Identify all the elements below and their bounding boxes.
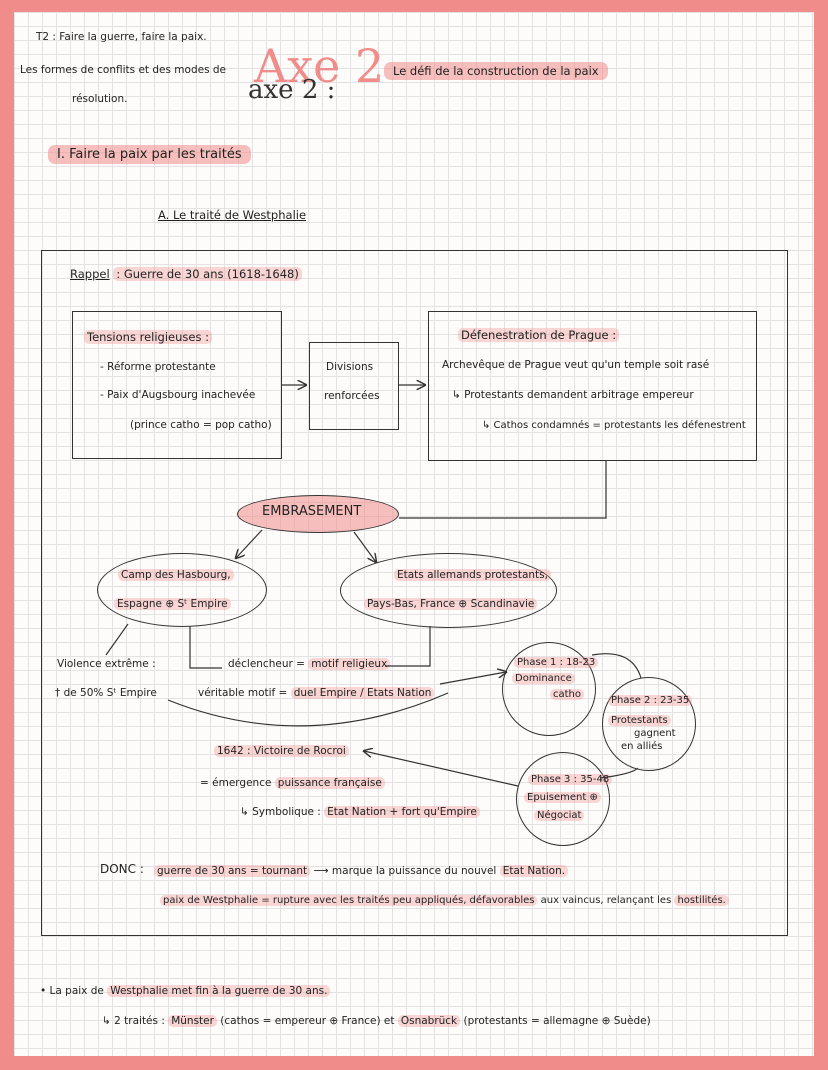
donc-line1: guerre de 30 ans = tournant ⟶ marque la … (154, 864, 569, 878)
footer-line2: ↳ 2 traités : Münster (cathos = empereur… (102, 1015, 651, 1027)
veritable-motif: véritable motif = duel Empire / Etats Na… (198, 686, 435, 700)
phase3-circle (516, 752, 610, 846)
tensions-title: Tensions religieuses : (84, 330, 212, 344)
etats-line1: Etats allemands protestants, (394, 568, 551, 582)
line-hasbourg-violence (105, 623, 129, 656)
tensions-note: (prince catho = pop catho) (130, 419, 272, 431)
tensions-box (72, 311, 282, 459)
line-defenestration-embrasement (399, 460, 607, 519)
defenestration-line1: Archevêque de Prague veut qu'un temple s… (442, 359, 710, 371)
main-frame (41, 250, 788, 936)
phase2-circle (602, 677, 696, 771)
violence-line2: † de 50% Sᵗ Empire (55, 687, 157, 699)
embrasement-ellipse (237, 495, 399, 533)
phase3-line3: Négociat (534, 809, 585, 823)
phase2-line2: Protestants (608, 714, 671, 728)
axe-title-script: axe 2 : (248, 75, 336, 105)
section-title: I. Faire la paix par les traités (48, 145, 251, 164)
phase1-line1: Phase 1 : 18-23 (514, 656, 599, 670)
notebook-page (14, 12, 814, 1056)
arrow-phase3-rocroi (364, 751, 519, 787)
donc-line2: paix de Westphalie = rupture avec les tr… (160, 894, 729, 908)
hasbourg-line1: Camp des Hasbourg, (118, 568, 234, 582)
etats-ellipse (340, 553, 557, 628)
donc-label: DONC : (100, 862, 144, 876)
arrow-embrasement-etats (353, 531, 376, 562)
declencheur: déclencheur = motif religieux (228, 657, 391, 671)
defenestration-line3: ↳ Cathos condamnés = protestants les déf… (482, 420, 746, 431)
divisions-box (309, 342, 399, 430)
divisions-line2: renforcées (324, 390, 380, 402)
defenestration-line2: ↳ Protestants demandent arbitrage empere… (452, 389, 694, 401)
divisions-line1: Divisions (326, 361, 374, 373)
line-phase2-phase3 (599, 767, 639, 779)
curve-motifs (167, 692, 449, 727)
phase2-line4: en alliés (621, 741, 663, 752)
etats-line2: Pays-Bas, France ⊕ Scandinavie (364, 597, 538, 611)
hasbourg-line2: Espagne ⊕ Sᵗ Empire (114, 597, 231, 611)
header-line2: Les formes de conflits et des modes de (20, 64, 227, 76)
phase1-line3: catho (550, 688, 585, 702)
header-line3: résolution. (72, 93, 128, 105)
phase2-line3: gagnent (634, 728, 676, 739)
phase3-line2: Epuisement ⊕ (524, 791, 601, 805)
rocroi-line2: = émergence puissance française (200, 776, 385, 790)
embrasement-label: EMBRASEMENT (262, 504, 362, 519)
line-hasbourg-motif (189, 626, 222, 669)
footer-line1: • La paix de Westphalie met fin à la gue… (40, 984, 331, 998)
defenestration-title: Défenestration de Prague : (458, 328, 620, 342)
hasbourg-ellipse (97, 553, 267, 627)
arrow-embrasement-hasbourg (236, 529, 263, 558)
phase1-circle (502, 642, 596, 736)
rocroi-line3: ↳ Symbolique : Etat Nation + fort qu'Emp… (240, 805, 480, 819)
phase3-line1: Phase 3 : 35-48 (528, 773, 613, 787)
phase1-line2: Dominance (512, 672, 575, 686)
phase2-line1: Phase 2 : 23-35 (608, 694, 693, 708)
tensions-item-1: - Réforme protestante (100, 361, 216, 373)
line-phase1-phase2 (591, 653, 642, 679)
subsection-title: A. Le traité de Westphalie (158, 208, 307, 222)
line-etats-motif (385, 626, 431, 667)
rocroi-line1: 1642 : Victoire de Rocroi (214, 744, 349, 758)
header-line1: T2 : Faire la guerre, faire la paix. (36, 31, 207, 43)
axe-subtitle: Le défi de la construction de la paix (384, 62, 608, 80)
defenestration-box (428, 311, 757, 461)
arrow-to-phase1 (439, 672, 506, 685)
violence-line1: Violence extrême : (57, 658, 156, 670)
rappel: Rappel : Guerre de 30 ans (1618-1648) (70, 267, 302, 281)
tensions-item-2: - Paix d'Augsbourg inachevée (100, 389, 256, 401)
axe-title-big: Axe 2 (254, 39, 385, 93)
